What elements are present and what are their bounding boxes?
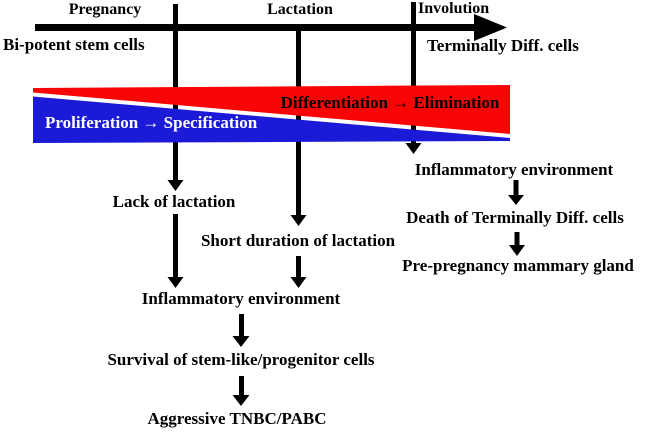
timeline-arrow-head [474, 14, 507, 41]
arrow-shaft-short-to-inflammatory [296, 256, 301, 278]
arrow-shaft-survival-to-tnbc [239, 376, 244, 397]
proliferation-gradient-band [33, 96, 510, 143]
node-inflammatory-environment-involution: Inflammatory environment [414, 160, 614, 179]
arrow-shaft-lack-to-inflammatory [173, 214, 178, 278]
arrow-shaft-inflammatory-to-survival [239, 314, 244, 338]
node-lack-of-lactation: Lack of lactation [112, 192, 236, 211]
node-short-duration-of-lactation: Short duration of lactation [200, 231, 396, 250]
arrow-head-pregnancy-branch [167, 180, 184, 191]
timeline-start-label: Bi-potent stem cells [3, 35, 145, 54]
arrow-head-lactation-branch [290, 215, 307, 226]
node-death-of-terminally-diff-cells: Death of Terminally Diff. cells [406, 208, 624, 227]
arrow-shaft-death-to-prepregnancy [514, 232, 520, 246]
node-pre-pregnancy-mammary-gland: Pre-pregnancy mammary gland [402, 256, 634, 275]
node-aggressive-tnbc-pabc: Aggressive TNBC/PABC [147, 409, 327, 428]
phase-label-lactation: Lactation [267, 1, 333, 18]
arrow-head-inflammatory-to-survival [232, 336, 250, 347]
phase-label-involution: Involution [418, 0, 490, 17]
differentiation-gradient-band [33, 85, 510, 134]
arrow-head-short-to-inflammatory [290, 277, 307, 288]
band-label-proliferation: Proliferation → Specification [45, 113, 258, 132]
arrow-head-survival-to-tnbc [232, 395, 250, 406]
arrow-head-involution-branch [405, 143, 422, 154]
timeline-arrow [35, 14, 507, 41]
arrow-shaft-inflammatory-to-death [513, 180, 519, 196]
phase-label-pregnancy: Pregnancy [68, 1, 142, 18]
node-inflammatory-environment-center: Inflammatory environment [141, 289, 341, 308]
node-survival-of-stem-like-progenitor-cells: Survival of stem-like/progenitor cells [107, 350, 375, 369]
divider-line-lactation-involution [411, 2, 416, 146]
arrow-head-lack-to-inflammatory [167, 277, 184, 288]
timeline-end-label: Terminally Diff. cells [427, 36, 579, 55]
arrow-head-death-to-prepregnancy [509, 245, 525, 256]
timeline-arrow-shaft [35, 24, 475, 31]
arrow-head-inflammatory-to-death [508, 195, 524, 205]
flow-arrows [167, 180, 525, 406]
band-label-differentiation: Differentiation → Elimination [280, 93, 500, 112]
